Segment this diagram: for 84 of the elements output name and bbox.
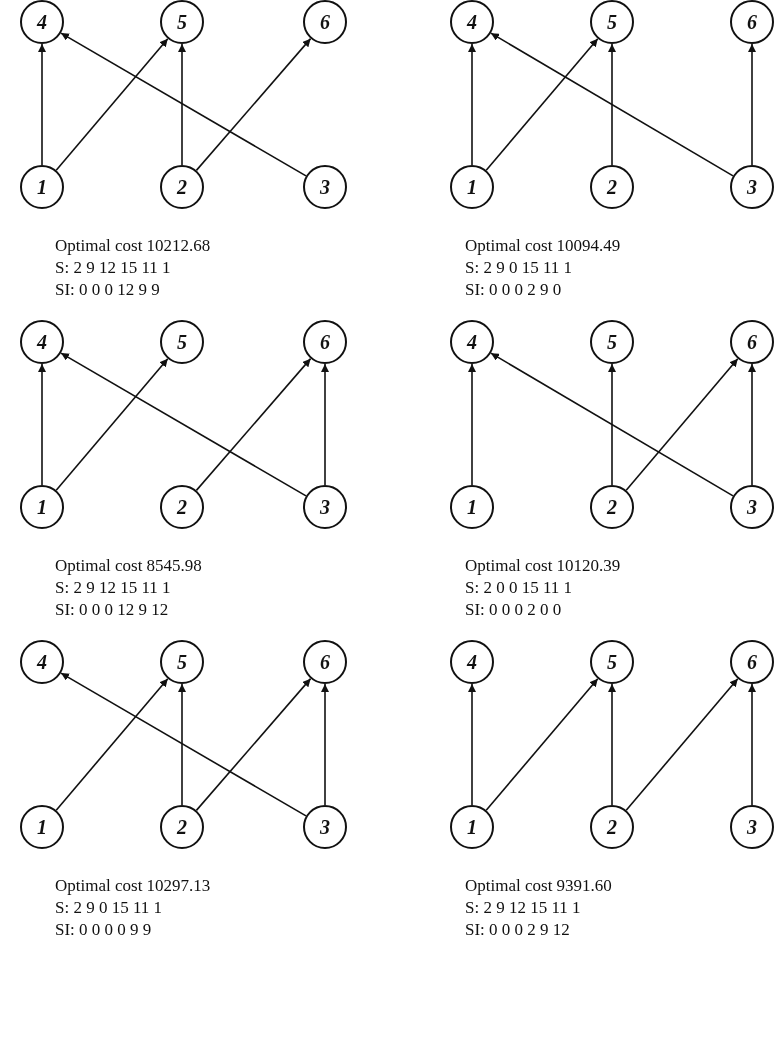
sequence-text: S: 2 9 12 15 11 1 xyxy=(55,578,171,598)
node-circle: 4 xyxy=(20,640,64,684)
node-circle: 1 xyxy=(20,485,64,529)
sequence-text: S: 2 9 0 15 11 1 xyxy=(465,258,573,278)
node-circle: 6 xyxy=(303,0,347,44)
arrow xyxy=(608,363,616,486)
node-circle: 5 xyxy=(160,320,204,364)
arrow xyxy=(178,683,186,806)
node-circle: 3 xyxy=(730,165,774,209)
node-circle: 3 xyxy=(303,485,347,529)
node-circle: 1 xyxy=(20,165,64,209)
arrow xyxy=(195,677,312,812)
node-circle: 2 xyxy=(590,485,634,529)
sequence-text: SI: 0 0 0 2 9 0 xyxy=(465,280,562,300)
node-circle: 6 xyxy=(730,0,774,44)
sequence-text: S: 2 0 0 15 11 1 xyxy=(465,578,573,598)
node-circle: 6 xyxy=(730,640,774,684)
sequence-text: S: 2 9 12 15 11 1 xyxy=(465,898,581,918)
arrow xyxy=(60,672,307,817)
node-circle: 5 xyxy=(160,640,204,684)
sequence-text: SI: 0 0 0 2 9 12 xyxy=(465,920,570,940)
node-circle: 5 xyxy=(590,640,634,684)
sequence-text: SI: 0 0 0 12 9 12 xyxy=(55,600,169,620)
sequence-text: SI: 0 0 0 12 9 9 xyxy=(55,280,160,300)
node-circle: 6 xyxy=(730,320,774,364)
sequence-text: SI: 0 0 0 2 0 0 xyxy=(465,600,562,620)
node-circle: 3 xyxy=(303,165,347,209)
arrow xyxy=(195,37,312,172)
sequence-text: SI: 0 0 0 0 9 9 xyxy=(55,920,152,940)
node-circle: 3 xyxy=(303,805,347,849)
arrow xyxy=(60,352,307,497)
node-circle: 4 xyxy=(20,320,64,364)
cost-text: Optimal cost 8545.98 xyxy=(55,556,202,576)
node-circle: 1 xyxy=(20,805,64,849)
arrow xyxy=(468,363,476,486)
node-circle: 2 xyxy=(590,805,634,849)
node-circle: 3 xyxy=(730,805,774,849)
arrow xyxy=(38,43,46,166)
arrow xyxy=(490,352,734,497)
arrow xyxy=(468,683,476,806)
arrow xyxy=(748,683,756,806)
arrow xyxy=(321,363,329,486)
arrow xyxy=(485,38,599,171)
node-circle: 6 xyxy=(303,320,347,364)
arrow xyxy=(748,43,756,166)
node-circle: 2 xyxy=(160,165,204,209)
arrow xyxy=(321,683,329,806)
node-circle: 2 xyxy=(160,805,204,849)
arrow xyxy=(195,357,312,492)
cost-text: Optimal cost 10120.39 xyxy=(465,556,621,576)
arrow xyxy=(60,32,307,177)
cost-text: Optimal cost 9391.60 xyxy=(465,876,612,896)
arrow xyxy=(748,363,756,486)
node-circle: 5 xyxy=(590,320,634,364)
node-circle: 6 xyxy=(303,640,347,684)
sequence-text: S: 2 9 12 15 11 1 xyxy=(55,258,171,278)
arrow xyxy=(485,678,599,811)
cost-text: Optimal cost 10212.68 xyxy=(55,236,211,256)
node-circle: 4 xyxy=(450,640,494,684)
arrow xyxy=(468,43,476,166)
arrow xyxy=(608,43,616,166)
arrow xyxy=(608,683,616,806)
arrow xyxy=(625,678,739,811)
cost-text: Optimal cost 10297.13 xyxy=(55,876,211,896)
arrow xyxy=(178,43,186,166)
node-circle: 1 xyxy=(450,485,494,529)
arrow xyxy=(55,357,169,492)
node-circle: 4 xyxy=(450,320,494,364)
cost-text: Optimal cost 10094.49 xyxy=(465,236,621,256)
node-circle: 5 xyxy=(590,0,634,44)
node-circle: 2 xyxy=(160,485,204,529)
arrow xyxy=(625,357,739,492)
node-circle: 5 xyxy=(160,0,204,44)
node-circle: 1 xyxy=(450,805,494,849)
arrow xyxy=(55,38,169,171)
arrow xyxy=(38,363,46,486)
node-circle: 4 xyxy=(20,0,64,44)
sequence-text: S: 2 9 0 15 11 1 xyxy=(55,898,163,918)
arrow xyxy=(490,32,734,177)
node-circle: 1 xyxy=(450,165,494,209)
arrow xyxy=(55,678,169,811)
node-circle: 4 xyxy=(450,0,494,44)
node-circle: 3 xyxy=(730,485,774,529)
node-circle: 2 xyxy=(590,165,634,209)
